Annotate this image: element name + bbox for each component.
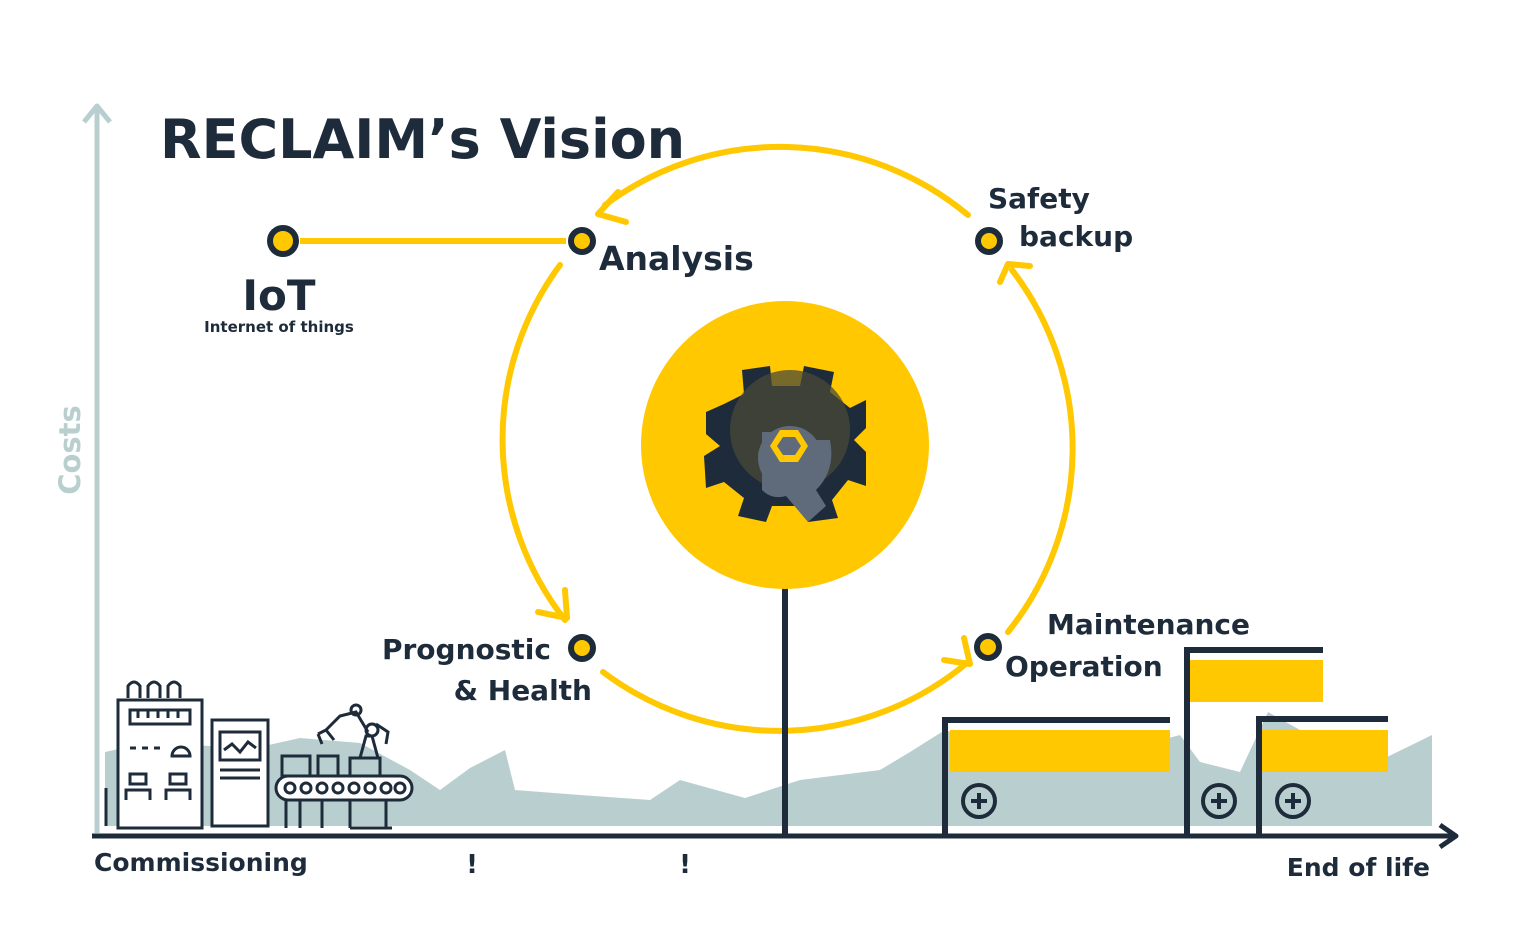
gear-wrench-icon	[641, 301, 929, 589]
page-title: RECLAIM’s Vision	[160, 108, 685, 171]
maintenance-label-line2: Operation	[1005, 650, 1163, 683]
y-axis-label: Costs	[53, 405, 87, 495]
analysis-label: Analysis	[599, 239, 754, 278]
plus-circle-icon	[1275, 783, 1311, 819]
node-dots	[267, 225, 1003, 662]
safety-label-line2: backup	[1019, 220, 1133, 253]
x-axis	[92, 822, 1459, 850]
maintenance-node-icon	[974, 633, 1002, 661]
iot-sublabel: Internet of things	[204, 318, 354, 336]
cost-terrain	[105, 712, 1432, 826]
x-axis-end-label: End of life	[1287, 853, 1430, 882]
factory-machines-icon	[104, 680, 414, 830]
plus-circle-icon	[961, 783, 997, 819]
y-axis	[82, 103, 112, 833]
plus-circle-icon	[1201, 783, 1237, 819]
prognostic-node-icon	[568, 634, 596, 662]
warning-marker: !	[466, 850, 478, 880]
cost-steps	[942, 647, 1388, 834]
prognostic-label-line1: Prognostic	[382, 633, 551, 666]
warning-marker: !	[679, 850, 691, 880]
safety-label-line1: Safety	[988, 182, 1090, 215]
iot-label: IoT	[242, 271, 315, 320]
maintenance-label-line1: Maintenance	[1047, 608, 1250, 641]
prognostic-label-line2: & Health	[454, 674, 592, 707]
analysis-node-icon	[568, 227, 596, 255]
safety-node-icon	[975, 227, 1003, 255]
iot-node-icon	[267, 225, 299, 257]
x-axis-start-label: Commissioning	[94, 848, 308, 877]
